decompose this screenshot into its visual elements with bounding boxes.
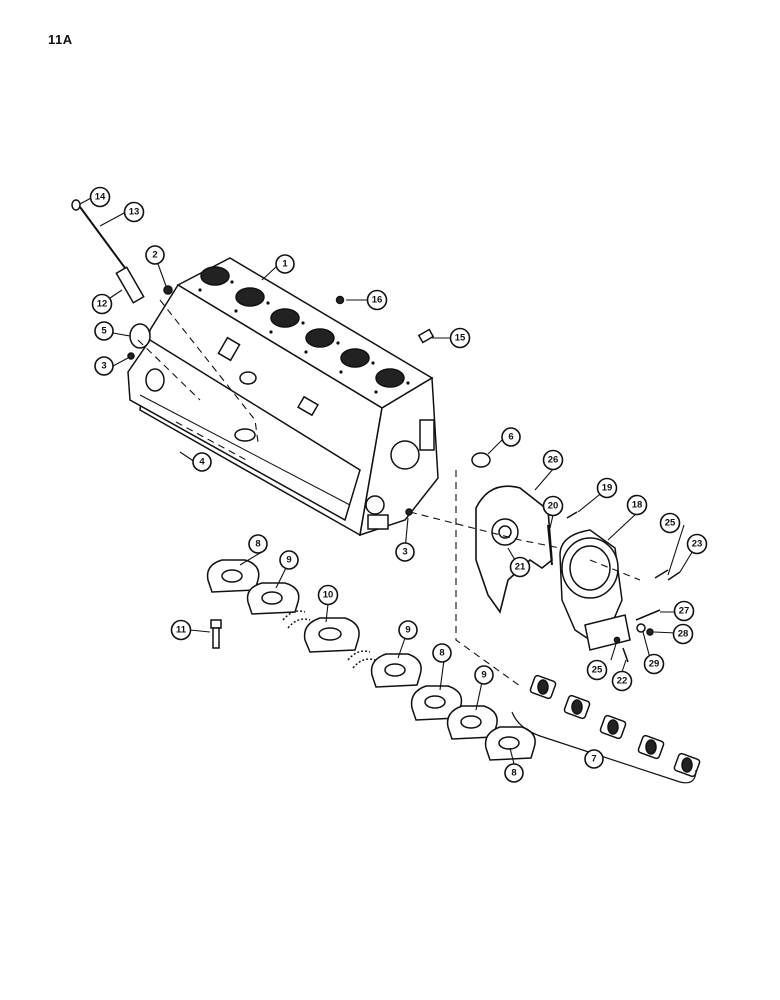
washer-25b — [613, 636, 621, 644]
callout-7: 7 — [584, 749, 604, 769]
callout-4: 4 — [192, 452, 212, 472]
svg-text:9: 9 — [405, 625, 410, 636]
callout-16: 16 — [366, 289, 388, 311]
callout-14: 14 — [89, 186, 111, 208]
plug-2 — [163, 285, 173, 295]
gasket-26 — [475, 485, 553, 614]
callout-28: 28 — [672, 623, 694, 645]
callout-9b: 9 — [398, 620, 418, 640]
svg-text:10: 10 — [323, 590, 334, 601]
callout-29: 29 — [643, 653, 665, 675]
svg-text:25: 25 — [665, 518, 676, 529]
svg-text:7: 7 — [591, 754, 596, 765]
callout-6: 6 — [501, 427, 521, 447]
svg-text:20: 20 — [548, 501, 559, 512]
callout-1: 1 — [275, 254, 295, 274]
page-label: 11A — [48, 32, 73, 47]
svg-text:3: 3 — [101, 361, 106, 372]
callout-8c: 8 — [504, 763, 524, 783]
svg-text:29: 29 — [649, 659, 660, 670]
washer-25a — [654, 569, 669, 579]
seal-6 — [471, 452, 491, 468]
assembly-lines — [137, 299, 641, 687]
camshaft-bearings — [529, 674, 701, 778]
callout-3a: 3 — [94, 356, 114, 376]
callout-15: 15 — [449, 327, 471, 349]
cylinder-block — [127, 257, 439, 537]
bolt-22 — [622, 647, 629, 663]
callout-2: 2 — [145, 245, 165, 265]
callout-20: 20 — [542, 495, 564, 517]
svg-text:1: 1 — [282, 259, 288, 270]
callout-26: 26 — [542, 449, 564, 471]
plug-16 — [335, 295, 345, 305]
callout-5: 5 — [94, 321, 114, 341]
callout-8b: 8 — [432, 643, 452, 663]
svg-text:21: 21 — [515, 562, 526, 573]
nut-28 — [646, 628, 654, 636]
leader-lines — [79, 197, 698, 765]
svg-text:8: 8 — [255, 539, 260, 550]
svg-text:9: 9 — [286, 555, 291, 566]
bolt-11 — [210, 619, 222, 649]
pin-19 — [566, 511, 578, 519]
svg-text:8: 8 — [511, 768, 516, 779]
bracket-7 — [511, 711, 697, 784]
thrust-washers — [282, 610, 376, 669]
callout-13: 13 — [123, 201, 145, 223]
callout-10: 10 — [317, 584, 339, 606]
front-cover-18 — [559, 529, 631, 651]
svg-text:26: 26 — [548, 455, 559, 466]
callout-9a: 9 — [279, 550, 299, 570]
callout-9c: 9 — [474, 665, 494, 685]
svg-text:14: 14 — [95, 192, 106, 203]
svg-text:23: 23 — [692, 539, 703, 550]
svg-text:28: 28 — [678, 629, 689, 640]
svg-text:16: 16 — [372, 295, 383, 306]
bearing-caps — [206, 559, 536, 761]
callout-27: 27 — [673, 600, 695, 622]
callout-3b: 3 — [395, 542, 415, 562]
svg-text:4: 4 — [199, 457, 205, 468]
callout-23: 23 — [686, 533, 708, 555]
svg-text:8: 8 — [439, 648, 444, 659]
svg-text:27: 27 — [679, 606, 690, 617]
callout-25a: 25 — [659, 512, 681, 534]
plug-3a — [127, 352, 135, 360]
svg-text:9: 9 — [481, 670, 486, 681]
svg-text:3: 3 — [402, 547, 407, 558]
expansion-plug-5 — [129, 323, 151, 349]
fitting-15 — [417, 328, 435, 344]
svg-text:6: 6 — [508, 432, 513, 443]
svg-text:11: 11 — [176, 625, 187, 636]
svg-text:19: 19 — [602, 483, 613, 494]
dipstick-assembly — [71, 199, 145, 304]
bracket-27 — [635, 609, 661, 621]
callout-8a: 8 — [248, 534, 268, 554]
svg-text:13: 13 — [129, 207, 140, 218]
callout-25b: 25 — [586, 659, 608, 681]
callout-21: 21 — [509, 556, 531, 578]
callout-12: 12 — [91, 293, 113, 315]
svg-text:5: 5 — [101, 326, 107, 337]
cylinder-bores — [200, 266, 405, 388]
bolt-23 — [667, 571, 681, 581]
washer-29 — [636, 623, 646, 633]
svg-text:15: 15 — [455, 333, 466, 344]
dowel-20 — [547, 524, 553, 566]
svg-text:12: 12 — [97, 299, 108, 310]
svg-text:18: 18 — [632, 500, 643, 511]
callout-22: 22 — [611, 670, 633, 692]
callout-19: 19 — [596, 477, 618, 499]
callout-11: 11 — [170, 619, 192, 641]
svg-text:2: 2 — [152, 250, 157, 261]
callout-18: 18 — [626, 494, 648, 516]
svg-text:25: 25 — [592, 665, 603, 676]
svg-text:22: 22 — [617, 676, 628, 687]
